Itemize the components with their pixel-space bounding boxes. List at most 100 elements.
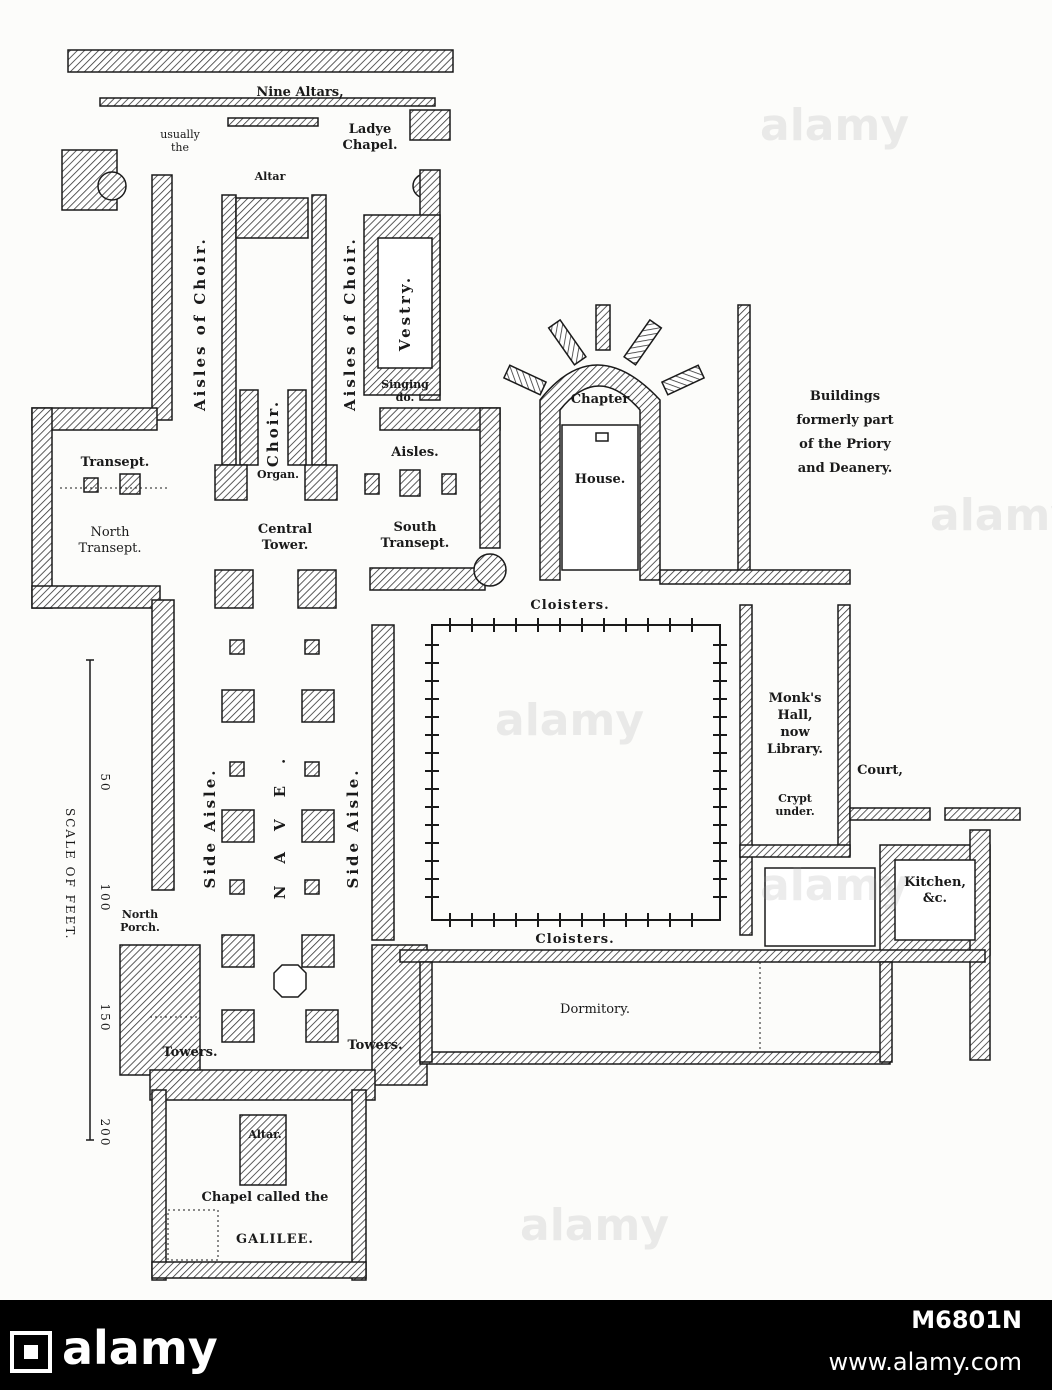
label-cloisters-bottom: Cloisters.	[535, 932, 615, 947]
scale-tick-50: 50	[98, 773, 112, 793]
label-ladye-chapel: Ladye Chapel.	[342, 122, 398, 153]
nave-north-wall	[151, 599, 175, 891]
west-tower-left	[119, 944, 201, 1076]
brand-logo[interactable]: alamy	[10, 1320, 300, 1376]
priory-south-wall	[659, 569, 851, 585]
brand-logo-icon	[10, 1330, 52, 1373]
label-north-transept: North Transept.	[78, 525, 142, 556]
scale-tick-150: 150	[98, 1003, 112, 1033]
nave-pier	[229, 639, 245, 655]
south-transept-south-wall	[369, 567, 486, 591]
label-nine-altars: Nine Altars,	[256, 85, 344, 100]
nave-pier	[221, 809, 255, 843]
galilee-wall-bottom	[151, 1261, 367, 1279]
transept-pier	[364, 473, 380, 495]
monks-hall-wall-right	[837, 604, 851, 856]
court-wall	[944, 807, 1021, 821]
label-side-aisle-right: Side Aisle.	[344, 767, 362, 889]
font	[273, 964, 307, 998]
chapter-altar	[595, 432, 609, 442]
label-north-porch: North Porch.	[120, 908, 160, 934]
choir-inner-right	[311, 194, 327, 466]
choir-stalls-left	[239, 389, 259, 466]
south-transept-east-wall	[479, 407, 501, 549]
nave-pier	[221, 1009, 255, 1043]
west-tower-right	[371, 944, 428, 1086]
transept-pier	[441, 473, 457, 495]
nave-pier	[301, 809, 335, 843]
transept-pier	[399, 469, 421, 497]
choir-stalls-right	[287, 389, 307, 466]
label-cloisters-top: Cloisters.	[530, 598, 610, 613]
label-altar-top: Altar	[254, 170, 286, 183]
label-choir: Choir.	[264, 398, 282, 468]
label-transept: Transept.	[80, 455, 150, 470]
monks-hall-wall-left	[739, 604, 753, 936]
crossing-pier	[214, 569, 254, 609]
label-house: House.	[574, 472, 626, 487]
site-url[interactable]: www.alamy.com	[828, 1348, 1022, 1376]
nave-pier	[229, 761, 245, 777]
nave-south-wall	[371, 624, 395, 941]
choir-north-wall	[151, 174, 173, 421]
crossing-pier	[297, 569, 337, 609]
altar-block	[235, 197, 309, 239]
nine-altars-wall	[67, 49, 454, 73]
label-usually-the: usually the	[160, 128, 200, 154]
nave-pier	[301, 934, 335, 968]
nave-pier	[221, 934, 255, 968]
dormitory-south-wall	[419, 1051, 891, 1065]
label-court: Court,	[857, 763, 903, 778]
choir-inner-left	[221, 194, 237, 466]
chapter-radial	[623, 318, 663, 366]
priory-wall	[737, 304, 751, 576]
label-monks-hall: Monk's Hall, now Library.	[767, 691, 823, 757]
nave-pier	[305, 1009, 339, 1043]
north-transept-south-wall	[31, 585, 161, 609]
chapter-radial	[502, 364, 548, 396]
transept-pier	[119, 473, 141, 495]
west-front	[149, 1069, 376, 1101]
nave-pier	[301, 689, 335, 723]
label-altar-bottom: Altar.	[248, 1128, 282, 1141]
nave-pier	[304, 639, 320, 655]
chapter-radial	[547, 318, 587, 366]
dormitory-north-wall	[399, 949, 986, 963]
label-buildings: Buildings formerly part of the Priory an…	[796, 389, 894, 476]
label-nave: NAVE.	[271, 736, 289, 900]
label-singing: Singing do.	[381, 378, 429, 404]
label-aisles-of-choir-left: Aisles of Choir.	[191, 236, 209, 411]
court-wall	[849, 807, 931, 821]
ne-buttress	[409, 109, 451, 141]
label-central-tower: Central Tower.	[257, 522, 313, 553]
lady-chapel-screen	[227, 117, 319, 127]
plan-drawing	[31, 49, 1021, 1281]
galilee-wall-right	[351, 1089, 367, 1281]
label-vestry: Vestry.	[396, 274, 414, 352]
label-towers-right: Towers.	[347, 1038, 403, 1053]
dormitory-west-wall	[419, 961, 433, 1063]
nave-pier	[304, 879, 320, 895]
court-room	[764, 867, 876, 947]
image-id: M6801N	[911, 1306, 1022, 1334]
crossing-pier	[304, 464, 338, 501]
monks-hall-bottom	[739, 844, 851, 858]
cloister-garth	[431, 624, 721, 921]
vestry-room	[377, 237, 433, 369]
south-transept-stair	[473, 553, 507, 587]
chapter-radial	[660, 364, 706, 396]
galilee-wall-left	[151, 1089, 167, 1281]
label-dormitory: Dormitory.	[560, 1002, 630, 1017]
label-aisles: Aisles.	[391, 445, 439, 460]
galilee-altar	[239, 1114, 287, 1186]
north-transept-west-wall	[31, 407, 53, 609]
footer-bar: alamy M6801N www.alamy.com	[0, 1300, 1052, 1390]
nave-pier	[221, 689, 255, 723]
chapter-radial	[595, 304, 611, 351]
label-side-aisle-left: Side Aisle.	[201, 767, 219, 889]
nine-altars-inner-wall	[99, 97, 436, 107]
transept-pier	[83, 477, 99, 493]
scale-title: SCALE OF FEET.	[63, 808, 77, 941]
label-aisles-of-choir-right: Aisles of Choir.	[341, 236, 359, 411]
label-south-transept: South Transept.	[380, 520, 450, 551]
